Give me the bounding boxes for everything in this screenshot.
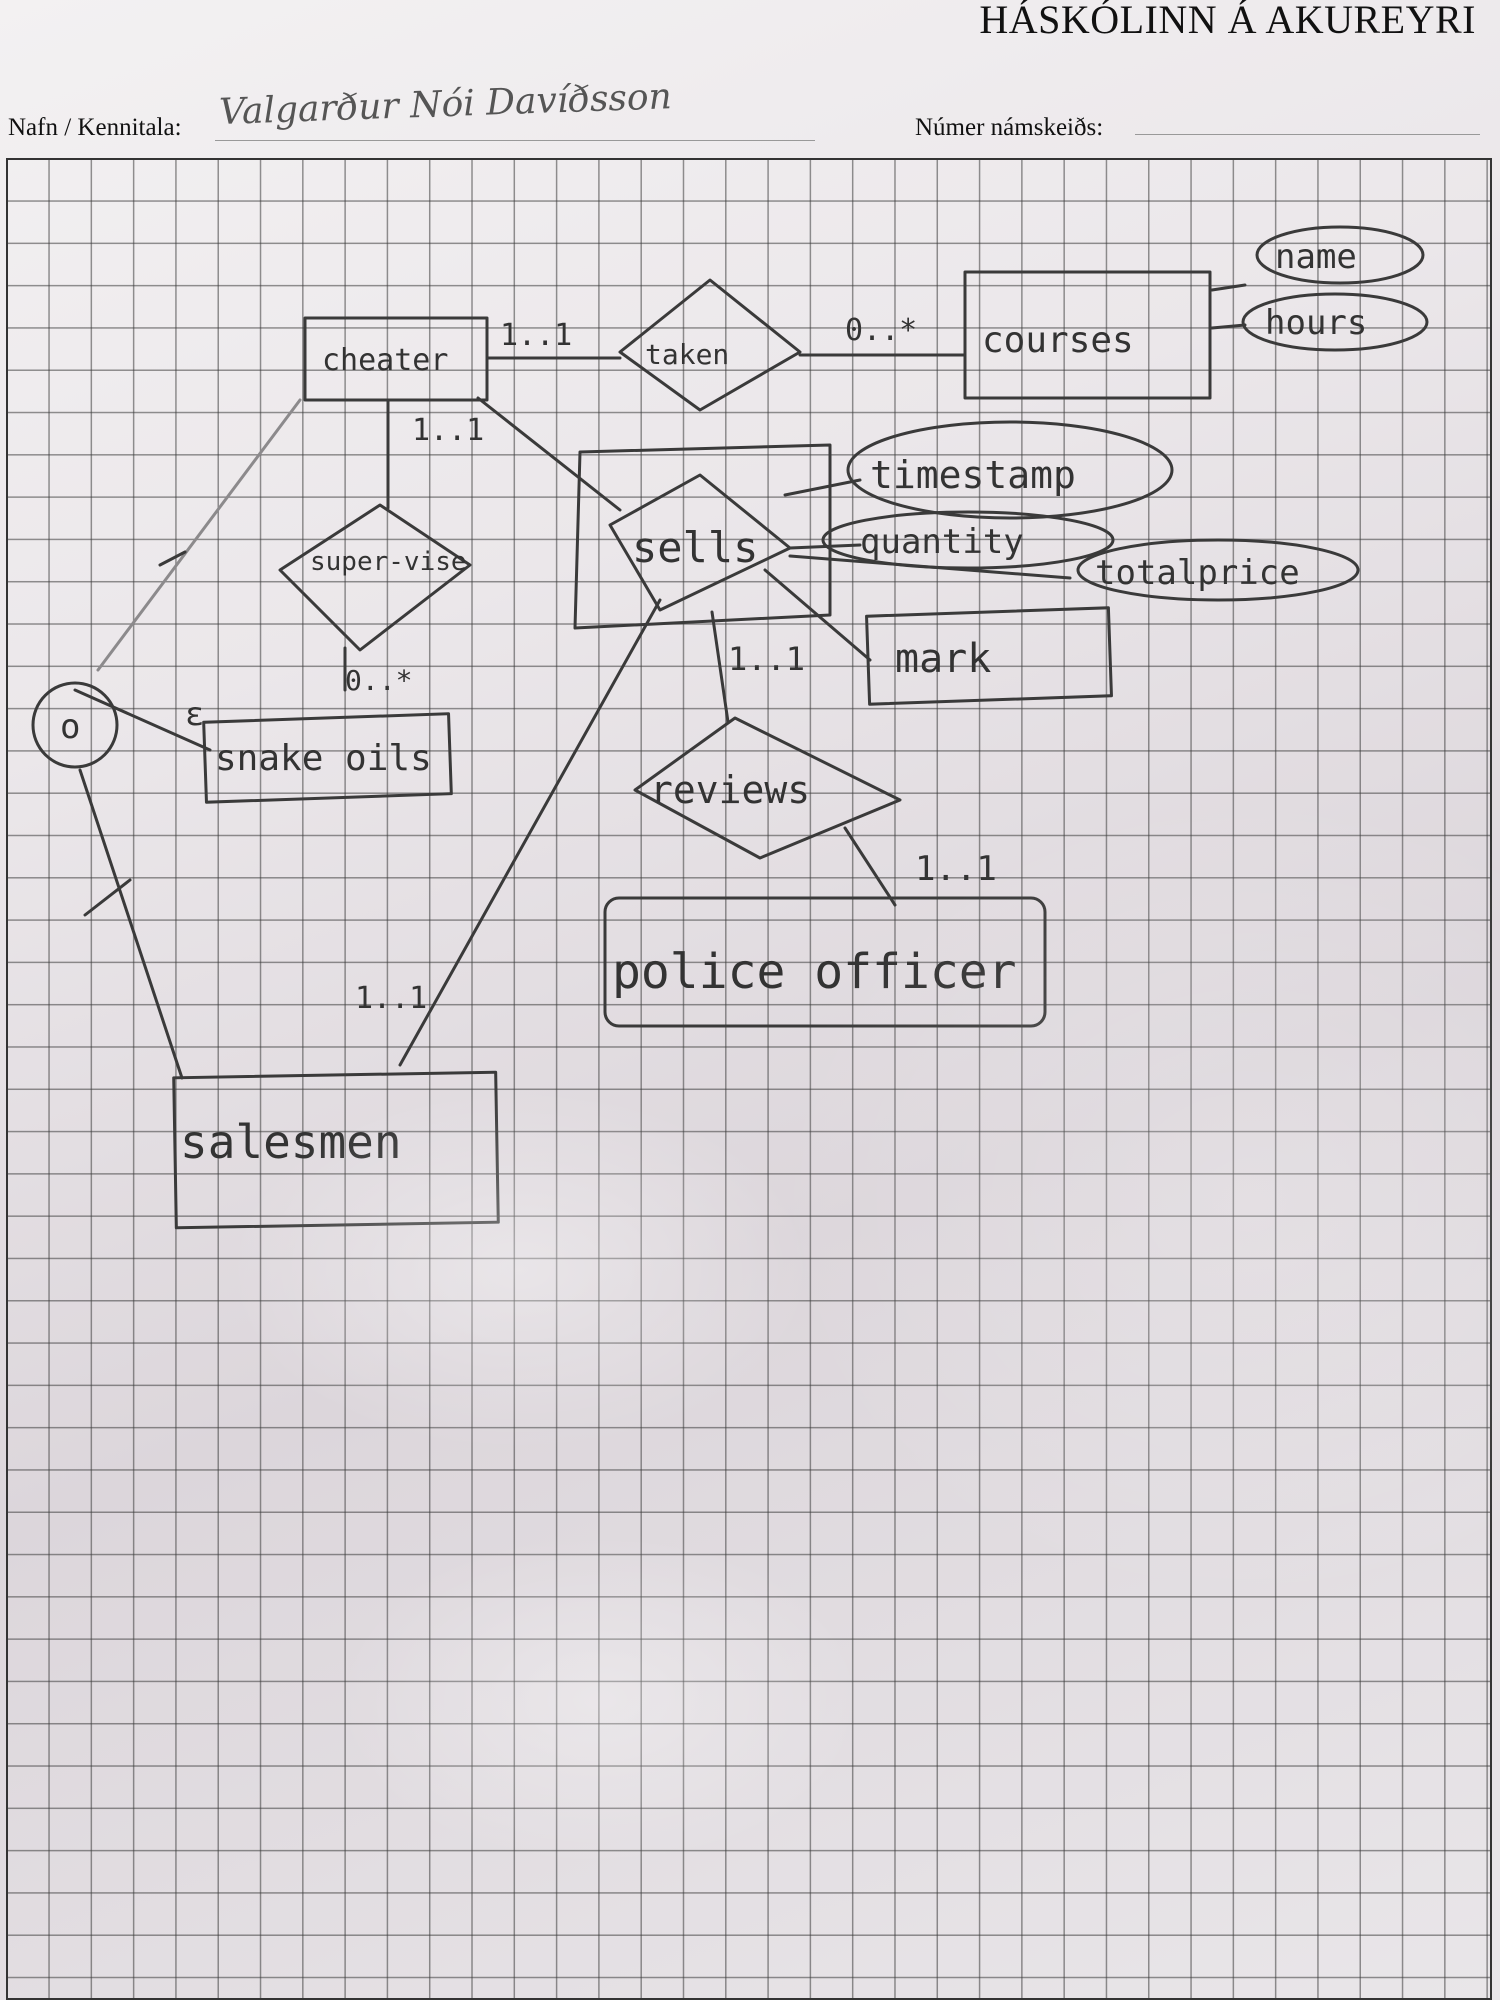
attribute-name-ellipse xyxy=(1255,225,1425,285)
entity-snake-oils-box xyxy=(202,712,453,804)
entity-courses-box xyxy=(963,270,1212,400)
line-spec-cheater xyxy=(96,398,302,672)
specialization-node: o ε xyxy=(31,681,204,769)
attribute-hours: hours xyxy=(1241,292,1429,352)
relationship-supervise-diamond xyxy=(278,503,472,652)
relationship-reviews-label: reviews xyxy=(650,768,810,812)
attribute-totalprice-ellipse xyxy=(1076,538,1360,602)
name-label: Nafn / Kennitala: xyxy=(8,114,182,141)
entity-cheater-box xyxy=(303,316,489,402)
line-reviews-police xyxy=(843,826,897,907)
attribute-name: name xyxy=(1255,225,1425,285)
relationship-reviews-diamond xyxy=(633,716,902,860)
entity-cheater: cheater xyxy=(303,316,489,402)
attribute-quantity-ellipse xyxy=(821,510,1115,570)
attribute-name-label: name xyxy=(1275,237,1357,277)
relationship-sells: sells xyxy=(608,473,792,612)
attribute-quantity: quantity xyxy=(821,510,1115,570)
line-sells-timestamp xyxy=(783,478,862,497)
aggregation-box xyxy=(573,443,832,630)
entity-mark-box xyxy=(865,606,1113,706)
entity-police-officer-label: police officer xyxy=(612,944,1017,1000)
relationship-sells-diamond xyxy=(608,473,792,612)
course-number-label: Númer námskeiðs: xyxy=(915,114,1104,141)
attribute-totalprice: totalprice xyxy=(1076,538,1360,602)
relationship-taken-label: taken xyxy=(645,338,729,371)
relationship-taken: taken xyxy=(618,278,802,412)
specialization-circle xyxy=(31,681,119,769)
course-number-line xyxy=(1135,134,1480,135)
cardinality-reviews-police: 1..1 xyxy=(915,849,997,889)
university-header: HÁSKÓLINN Á AKUREYRI xyxy=(979,0,1476,42)
line-spec-salesmen xyxy=(78,768,184,1080)
attribute-timestamp-label: timestamp xyxy=(870,453,1076,497)
entity-mark: mark xyxy=(865,606,1113,706)
cardinality-cheater-taken: 1..1 xyxy=(500,318,572,353)
cardinality-cheater-supervise: 1..1 xyxy=(412,413,484,448)
line-sells-reviews xyxy=(710,610,730,724)
line-cheater-sells xyxy=(476,396,622,512)
entity-courses: courses xyxy=(963,270,1212,400)
line-courses-name xyxy=(1210,283,1247,292)
entity-courses-label: courses xyxy=(982,320,1134,361)
cardinality-sells-reviews: 1..1 xyxy=(728,640,805,678)
entity-cheater-label: cheater xyxy=(322,343,448,378)
subset-tick-mark-2 xyxy=(83,878,132,917)
cardinality-supervise-snakeoils: 0..* xyxy=(345,664,412,697)
line-sells-salesmen xyxy=(398,598,662,1067)
attribute-hours-ellipse xyxy=(1241,292,1429,352)
attribute-timestamp-ellipse xyxy=(846,420,1174,520)
relationship-sells-label: sells xyxy=(632,523,758,572)
relationship-supervise: super-vise xyxy=(278,503,472,652)
cardinality-labels: 1..1 0..* 1..1 0..* 1..1 1..1 1..1 xyxy=(345,313,997,1016)
attribute-quantity-label: quantity xyxy=(860,522,1024,562)
relationship-supervise-label: super-vise xyxy=(310,547,467,577)
entity-salesmen: salesmen xyxy=(172,1070,500,1230)
relationship-taken-diamond xyxy=(618,278,802,412)
entity-salesmen-label: salesmen xyxy=(180,1115,402,1169)
attribute-timestamp: timestamp xyxy=(846,420,1174,520)
cardinality-sells-salesmen: 1..1 xyxy=(355,981,427,1016)
line-spec-snakeoils xyxy=(73,688,212,752)
specialization-symbol: o xyxy=(60,707,80,747)
entity-snake-oils: snake oils xyxy=(202,712,453,804)
relationship-reviews: reviews xyxy=(633,716,902,860)
subset-tick-mark xyxy=(158,550,187,567)
graph-paper-grid xyxy=(6,158,1492,2000)
specialization-marker: ε xyxy=(185,695,204,733)
attribute-totalprice-label: totalprice xyxy=(1095,553,1300,593)
line-courses-hours xyxy=(1210,323,1247,330)
entity-police-officer-box xyxy=(603,896,1047,1028)
entity-mark-label: mark xyxy=(895,636,991,682)
entity-salesmen-box xyxy=(172,1070,500,1230)
name-underline xyxy=(215,140,815,141)
aggregation-outline xyxy=(573,443,832,630)
entity-snake-oils-label: snake oils xyxy=(215,738,432,779)
attribute-hours-label: hours xyxy=(1265,303,1367,343)
entity-police-officer: police officer xyxy=(603,896,1047,1028)
cardinality-taken-courses: 0..* xyxy=(845,313,917,348)
